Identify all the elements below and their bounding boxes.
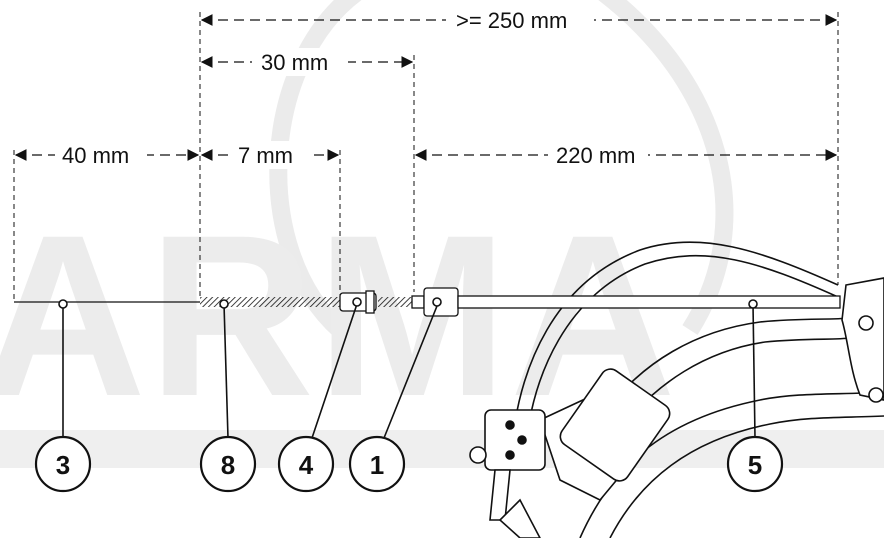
dim-label-30: 30 mm <box>261 50 328 75</box>
callout-5: 5 <box>726 435 784 493</box>
watermark: ARMA <box>0 0 884 468</box>
tube-assembly <box>14 287 841 317</box>
hatched-gap <box>378 297 412 307</box>
tube-5 <box>457 295 841 309</box>
callout-4-label: 4 <box>299 450 314 480</box>
dimension-labels: >= 250 mm 30 mm 40 mm 7 mm 220 mm <box>55 6 648 169</box>
tube-end <box>411 295 425 309</box>
callout-1-label: 1 <box>370 450 384 480</box>
hatched-section-8 <box>200 297 340 307</box>
callout-4: 4 <box>277 435 335 493</box>
extension-lines <box>13 12 839 300</box>
spray-gun <box>469 368 671 538</box>
callout-8: 8 <box>199 435 257 493</box>
callout-1: 1 <box>348 435 406 493</box>
dim-label-220: 220 mm <box>556 143 635 168</box>
dim-label-7: 7 mm <box>238 143 293 168</box>
screw-icon <box>868 387 884 403</box>
callout-3: 3 <box>34 435 92 493</box>
screw-icon <box>858 315 874 331</box>
callout-3-label: 3 <box>56 450 70 480</box>
watermark-text: ARMA <box>0 187 678 444</box>
dim-label-total: >= 250 mm <box>456 8 567 33</box>
sprayer-hoses <box>509 241 884 538</box>
callout-5-label: 5 <box>748 450 762 480</box>
sprayer-body <box>841 277 884 403</box>
dim-label-40: 40 mm <box>62 143 129 168</box>
callout-8-label: 8 <box>221 450 235 480</box>
callout-leaders <box>58 297 758 439</box>
